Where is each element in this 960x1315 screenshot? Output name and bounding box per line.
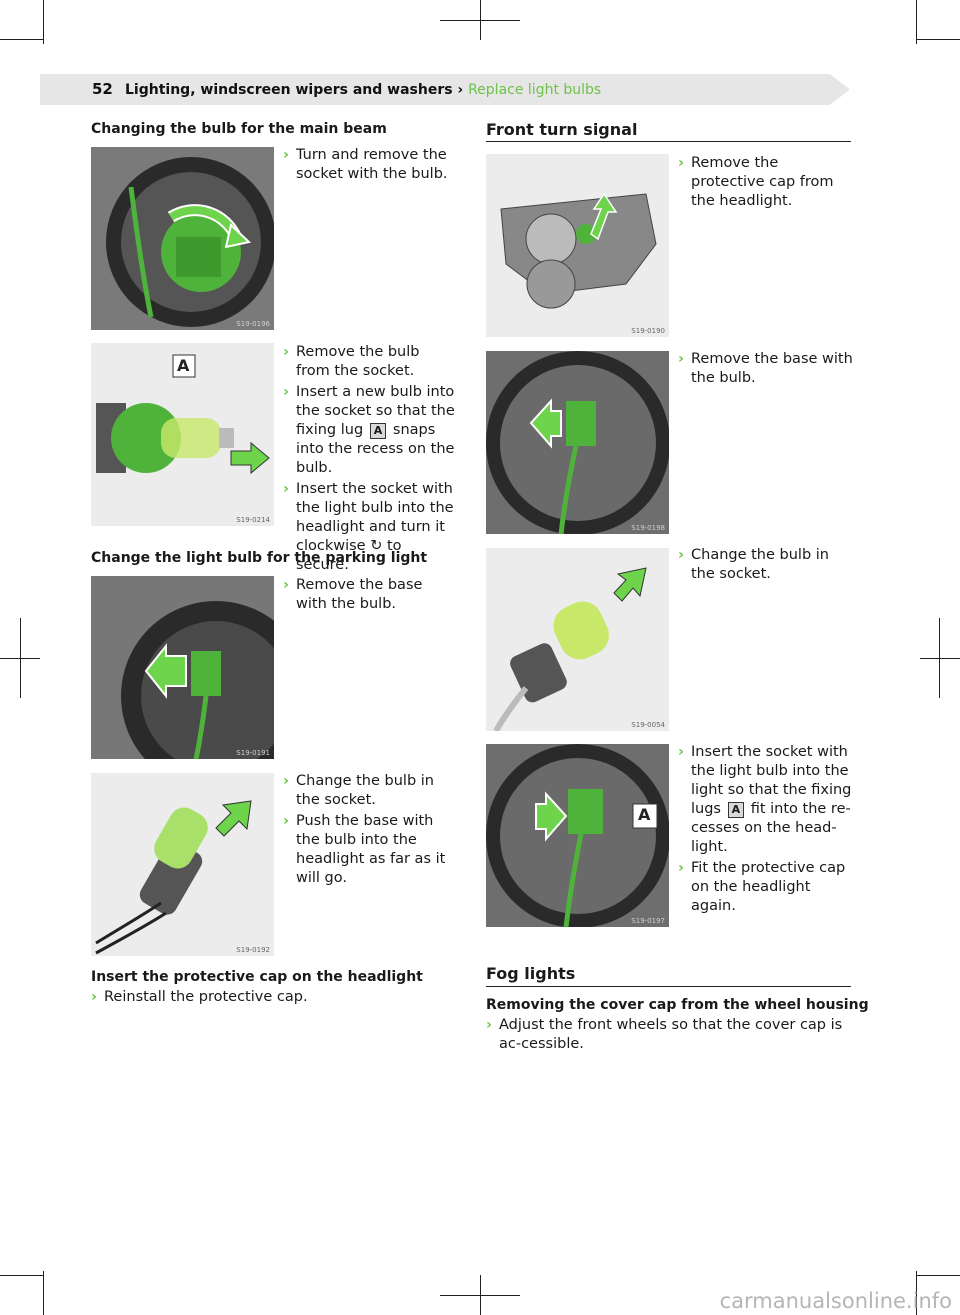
chevron-icon: › (283, 147, 289, 163)
list-item: ›Adjust the front wheels so that the cov… (486, 1017, 843, 1052)
list-item: ›Remove the base with the bulb. (283, 577, 423, 612)
section-rule (486, 986, 851, 987)
breadcrumb: Lighting, windscreen wipers and washers … (125, 82, 601, 98)
steps-turn-2: ›Remove the base with the bulb. (678, 350, 854, 390)
figure-main-beam-bulb: A S19-0214 (91, 343, 274, 526)
crop-mark (916, 0, 917, 44)
heading-protective-cap: Insert the protective cap on the headlig… (91, 969, 423, 985)
list-item: ›Insert a new bulb into the socket so th… (283, 384, 455, 476)
crop-mark (920, 658, 960, 659)
figure-code: S19-0192 (236, 946, 270, 954)
figure-label-a: A (177, 356, 190, 375)
figure-turn-base: S19-0198 (486, 351, 669, 534)
chevron-icon: › (678, 351, 684, 367)
section-rule (486, 141, 851, 142)
figure-turn-bulb: S19-0054 (486, 548, 669, 731)
chevron-icon: › (91, 989, 97, 1005)
steps-turn-3: ›Change the bulb in the socket. (678, 546, 854, 586)
list-item: ›Fit the protective cap on the headlight… (678, 860, 846, 914)
steps-turn-4: ›Insert the socket with the light bulb i… (678, 743, 854, 918)
figure-main-beam-socket: S19-0196 (91, 147, 274, 330)
steps-parking-2: ›Change the bulb in the socket. ›Push th… (283, 772, 455, 890)
crop-mark (43, 0, 44, 44)
crop-mark (43, 1271, 44, 1315)
figure-code: S19-0196 (236, 320, 270, 328)
steps-main-beam-2: ›Remove the bulb from the socket. ›Inser… (283, 343, 455, 577)
crop-mark (916, 1271, 917, 1315)
figure-code: S19-0197 (631, 917, 665, 925)
chevron-icon: › (678, 155, 684, 171)
list-item: ›Insert the socket with the light bulb i… (678, 744, 852, 855)
section-title-turn-signal: Front turn signal (486, 120, 638, 139)
page-number: 52 (92, 80, 113, 98)
chevron-icon: › (283, 577, 289, 593)
list-item: ›Change the bulb in the socket. (678, 547, 829, 582)
list-item: ›Turn and remove the socket with the bul… (283, 147, 448, 182)
list-item: ›Change the bulb in the socket. (283, 773, 434, 808)
heading-parking-light: Change the light bulb for the parking li… (91, 550, 428, 566)
figure-turn-headlight: S19-0190 (486, 154, 669, 337)
page-header-bar (40, 74, 850, 105)
crop-mark (480, 0, 481, 40)
section-title-fog-lights: Fog lights (486, 964, 576, 983)
crop-mark (916, 1275, 960, 1276)
crop-mark (480, 1275, 481, 1315)
steps-turn-1: ›Remove the protective cap from the head… (678, 154, 854, 213)
chevron-icon: › (283, 481, 289, 497)
breadcrumb-chapter[interactable]: Lighting, windscreen wipers and washers … (125, 82, 464, 98)
figure-code: S19-0190 (631, 327, 665, 335)
steps-cap: ›Reinstall the protective cap. (91, 988, 461, 1009)
label-tag: A (369, 423, 387, 439)
figure-code: S19-0054 (631, 721, 665, 729)
crop-mark (0, 39, 44, 40)
chevron-icon: › (283, 344, 289, 360)
figure-turn-insert: A S19-0197 (486, 744, 669, 927)
chevron-icon: › (678, 547, 684, 563)
list-item: ›Remove the protective cap from the head… (678, 155, 834, 209)
breadcrumb-current[interactable]: Replace light bulbs (468, 82, 602, 98)
watermark: carmanualsonline.info (719, 1289, 952, 1313)
crop-mark (939, 618, 940, 698)
heading-cover-cap: Removing the cover cap from the wheel ho… (486, 997, 869, 1013)
heading-main-beam: Changing the bulb for the main beam (91, 121, 387, 137)
chevron-icon: › (678, 744, 684, 760)
list-item: ›Insert the socket with the light bulb i… (283, 481, 454, 573)
figure-label-a: A (638, 805, 651, 824)
steps-main-beam-1: ›Turn and remove the socket with the bul… (283, 146, 453, 186)
chevron-icon: › (486, 1017, 492, 1033)
figure-parking-base: S19-0191 (91, 576, 274, 759)
figure-code: S19-0198 (631, 524, 665, 532)
chevron-icon: › (283, 773, 289, 789)
chevron-icon: › (283, 813, 289, 829)
steps-parking-1: ›Remove the base with the bulb. (283, 576, 453, 616)
figure-code: S19-0191 (236, 749, 270, 757)
chevron-icon: › (678, 860, 684, 876)
steps-cover: ›Adjust the front wheels so that the cov… (486, 1016, 856, 1056)
figure-code: S19-0214 (236, 516, 270, 524)
list-item: ›Remove the base with the bulb. (678, 351, 853, 386)
chevron-icon: › (283, 384, 289, 400)
list-item: ›Reinstall the protective cap. (91, 989, 308, 1005)
list-item: ›Push the base with the bulb into the he… (283, 813, 446, 886)
crop-mark (0, 1275, 44, 1276)
rotate-clockwise-icon: ↻ (370, 538, 383, 554)
crop-mark (20, 618, 21, 698)
figure-parking-bulb: S19-0192 (91, 773, 274, 956)
list-item: ›Remove the bulb from the socket. (283, 344, 420, 379)
crop-mark (916, 39, 960, 40)
label-tag: A (727, 802, 745, 818)
